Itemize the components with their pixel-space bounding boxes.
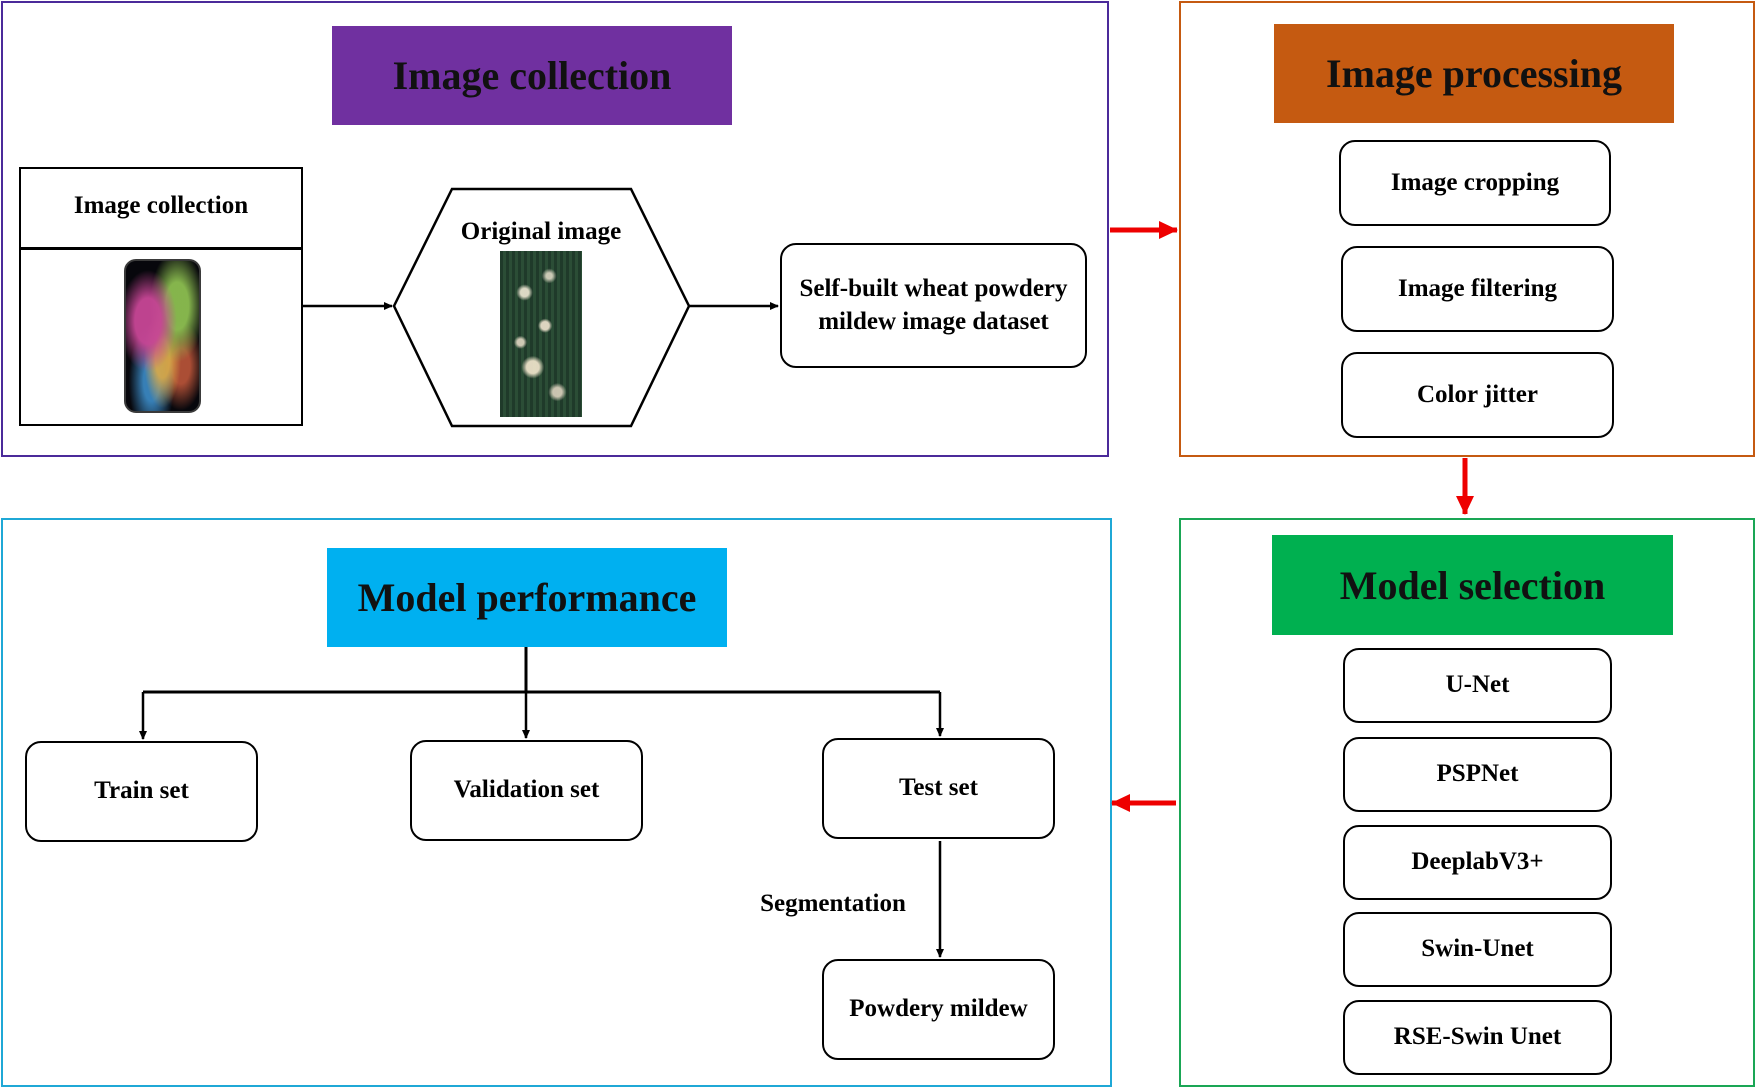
smartphone-image-icon bbox=[124, 259, 201, 413]
train-set-node: Train set bbox=[25, 741, 258, 842]
test-set-node: Test set bbox=[822, 738, 1055, 839]
dataset-node: Self-built wheat powdery mildew image da… bbox=[780, 243, 1087, 368]
model-rse-swin-unet: RSE-Swin Unet bbox=[1343, 1000, 1612, 1075]
segmentation-edge-label: Segmentation bbox=[760, 890, 906, 917]
device-box-divider bbox=[19, 247, 303, 250]
validation-set-node: Validation set bbox=[410, 740, 643, 841]
image-collection-panel bbox=[1, 1, 1109, 457]
wheat-leaf-image-icon bbox=[500, 251, 582, 417]
model-swin-unet: Swin-Unet bbox=[1343, 912, 1612, 987]
image-processing-panel bbox=[1179, 1, 1755, 457]
image-processing-header: Image processing bbox=[1274, 24, 1674, 123]
image-collection-header: Image collection bbox=[332, 26, 732, 125]
processing-step-color-jitter: Color jitter bbox=[1341, 352, 1614, 438]
model-performance-header: Model performance bbox=[327, 548, 727, 647]
model-u-net: U-Net bbox=[1343, 648, 1612, 723]
device-box-label: Image collection bbox=[73, 192, 249, 219]
model-selection-header: Model selection bbox=[1272, 535, 1673, 635]
powdery-mildew-node: Powdery mildew bbox=[822, 959, 1055, 1060]
original-image-hexagon bbox=[392, 187, 691, 428]
hexagon-label: Original image bbox=[460, 218, 622, 245]
processing-step-image-filtering: Image filtering bbox=[1341, 246, 1614, 332]
processing-step-image-cropping: Image cropping bbox=[1339, 140, 1611, 226]
model-selection-panel bbox=[1179, 518, 1755, 1087]
model-deeplabv3plus: DeeplabV3+ bbox=[1343, 825, 1612, 900]
model-pspnet: PSPNet bbox=[1343, 737, 1612, 812]
